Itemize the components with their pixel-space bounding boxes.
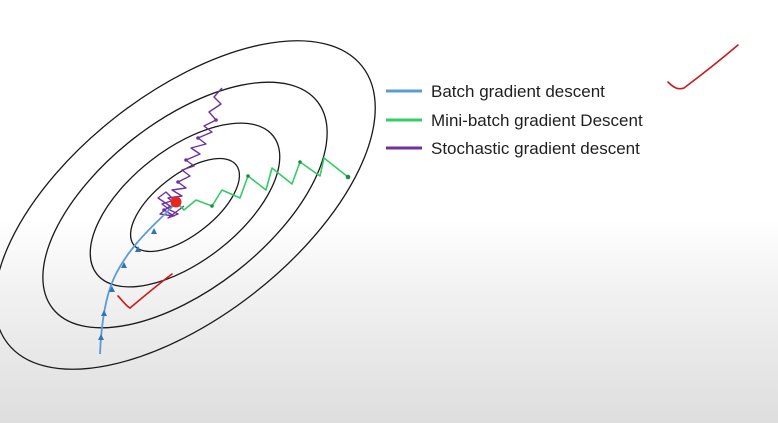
batch-gd-path	[99, 202, 177, 355]
batch-gd-arrow	[151, 228, 157, 234]
checkmark-annotation	[667, 44, 739, 90]
legend-label-batch: Batch gradient descent	[431, 82, 605, 101]
mini-batch-gd-markers	[210, 160, 351, 208]
contour-ring-third	[42, 81, 328, 329]
batch-gd-arrow	[109, 286, 115, 292]
batch-gd-markers	[98, 228, 157, 340]
minimum-point	[170, 196, 182, 208]
legend-item-mini-batch: Mini-batch gradient Descent	[386, 111, 643, 130]
contour-ring-inner	[129, 157, 241, 253]
contour-lines	[0, 40, 376, 370]
contour-ring-second	[89, 122, 281, 288]
contour-ring-outer	[0, 40, 376, 370]
batch-gd-arrow	[98, 334, 104, 340]
legend-item-batch: Batch gradient descent	[386, 82, 605, 101]
stochastic-gd-markers	[162, 118, 218, 212]
batch-gd-arrow	[101, 310, 107, 316]
stochastic-gd-path	[157, 87, 223, 219]
batch-gd-arrow	[135, 246, 141, 252]
legend-label-mini-batch: Mini-batch gradient Descent	[431, 111, 643, 130]
batch-gd-arrow	[121, 262, 127, 268]
legend-item-stochastic: Stochastic gradient descent	[386, 139, 640, 158]
legend: Batch gradient descent Mini-batch gradie…	[386, 82, 643, 158]
mini-batch-gd-path	[177, 157, 349, 211]
legend-label-stochastic: Stochastic gradient descent	[431, 139, 640, 158]
checkmark-annotation	[117, 273, 173, 309]
